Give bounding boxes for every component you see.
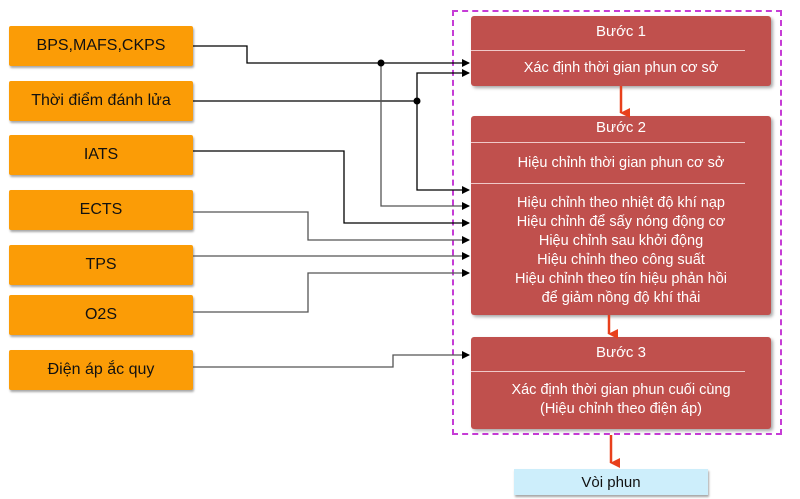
input-label: Điện áp ắc quy xyxy=(47,361,155,378)
input-o2s: O2S xyxy=(9,295,193,335)
junction-dot xyxy=(413,97,421,105)
correction-item: Hiệu chỉnh để sấy nóng động cơ xyxy=(516,214,726,230)
input-bps-mafs-ckps: BPS,MAFS,CKPS xyxy=(9,26,193,66)
injector-output-box: Vòi phun xyxy=(514,469,708,495)
step-line: (Hiệu chỉnh theo điện áp) xyxy=(539,401,703,417)
wire-bps-to-step2 xyxy=(380,63,470,210)
correction-list: Hiệu chỉnh theo nhiệt độ khí nạp Hiệu ch… xyxy=(471,184,771,308)
wire-ignition-to-step2 xyxy=(416,101,470,194)
step-line: Xác định thời gian phun cuối cùng xyxy=(511,382,731,398)
wire-ects xyxy=(193,211,470,244)
wire-o2s xyxy=(193,269,470,313)
input-label: O2S xyxy=(84,306,117,323)
step-title: Bước 3 xyxy=(596,344,646,361)
step-line: Xác định thời gian phun cơ sở xyxy=(523,60,719,76)
step-subtitle: Hiệu chỉnh thời gian phun cơ sở xyxy=(517,155,725,171)
correction-item: để giảm nồng độ khí thải xyxy=(541,290,701,306)
input-battery-voltage: Điện áp ắc quy xyxy=(9,350,193,390)
step-1-box: Bước 1 Xác định thời gian phun cơ sở xyxy=(471,16,771,86)
input-ignition-timing: Thời điểm đánh lửa xyxy=(9,81,193,121)
input-label: IATS xyxy=(83,146,119,163)
input-label: TPS xyxy=(85,256,117,273)
junction-dot xyxy=(377,59,385,67)
step-3-box: Bước 3 Xác định thời gian phun cuối cùng… xyxy=(471,337,771,429)
input-ects: ECTS xyxy=(9,190,193,230)
correction-item: Hiệu chỉnh sau khởi động xyxy=(538,233,704,249)
wire-iats xyxy=(193,150,470,227)
divider xyxy=(471,371,745,372)
wire-battery xyxy=(193,351,470,368)
step-body: Xác định thời gian phun cuối cùng (Hiệu … xyxy=(471,372,771,419)
wire-bps-to-step1 xyxy=(193,45,470,67)
divider xyxy=(471,142,745,143)
output-label: Vòi phun xyxy=(581,473,641,491)
input-label: ECTS xyxy=(79,201,123,218)
input-label: BPS,MAFS,CKPS xyxy=(36,37,166,54)
step-title: Bước 2 xyxy=(596,119,646,136)
divider xyxy=(471,50,745,51)
input-iats: IATS xyxy=(9,135,193,175)
wire-ignition-to-step1 xyxy=(416,69,470,101)
input-tps: TPS xyxy=(9,245,193,285)
step-title: Bước 1 xyxy=(596,23,646,40)
divider xyxy=(471,183,745,184)
input-label: Thời điểm đánh lửa xyxy=(31,92,171,109)
step-2-box: Bước 2 Hiệu chỉnh thời gian phun cơ sở H… xyxy=(471,116,771,315)
correction-item: Hiệu chỉnh theo tín hiệu phản hồi xyxy=(514,271,728,287)
correction-item: Hiệu chỉnh theo nhiệt độ khí nạp xyxy=(517,195,725,211)
correction-item: Hiệu chỉnh theo công suất xyxy=(537,252,705,268)
